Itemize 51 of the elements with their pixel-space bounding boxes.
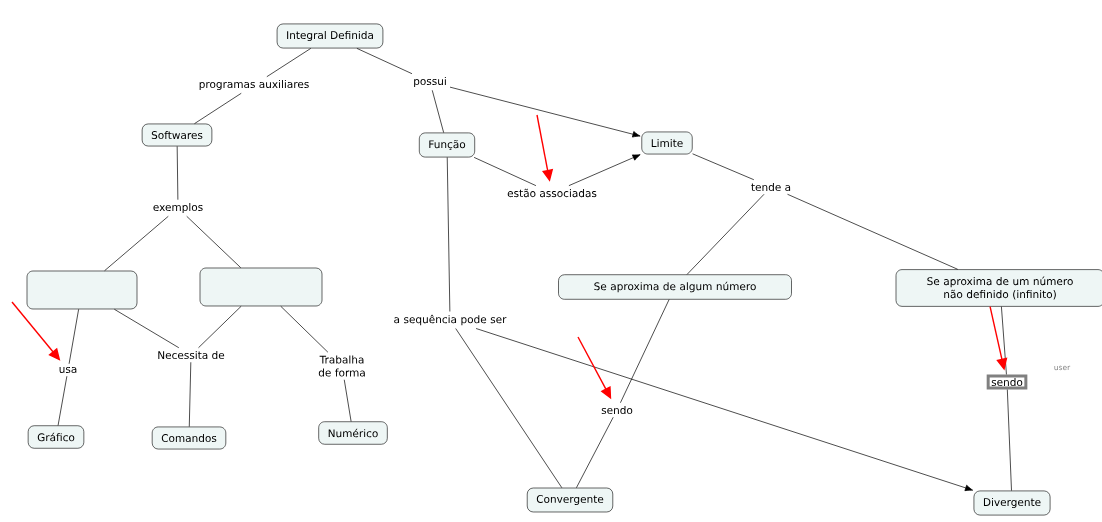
connector-line (176, 146, 179, 201)
concept-box: Numérico (318, 421, 388, 445)
linking-phrase: usa (59, 367, 77, 373)
concept-box: Se aproxima de um número não definido (infinito) (895, 269, 1102, 307)
concept-box: Convergente (526, 487, 614, 513)
arrow (475, 328, 974, 492)
concept-box (199, 267, 323, 307)
linking-phrase: estão associadas (507, 188, 597, 198)
linking-phrase-box: sendo (986, 374, 1028, 390)
linking-phrase: Necessita de (158, 350, 225, 360)
connector-line (431, 89, 444, 133)
linking-phrase: programas auxiliares (199, 79, 309, 91)
connector-line (194, 92, 242, 124)
linking-phrase: tende a (751, 182, 791, 192)
connector-line (266, 48, 312, 78)
concept-box: Se aproxima de algum número (558, 274, 792, 300)
linking-phrase: exemplos (153, 202, 203, 214)
connector-line (1007, 389, 1012, 491)
linking-phrase: possui (414, 76, 446, 88)
concept-box (26, 270, 138, 310)
concept-box: Limite (641, 131, 693, 155)
concept-box: Integral Definida (276, 23, 384, 49)
concept-box: Comandos (151, 426, 227, 450)
linking-phrase: Trabalha de forma (318, 355, 365, 377)
connector-line (280, 305, 329, 353)
connector-line (343, 379, 352, 422)
concept-box: Função (419, 132, 475, 158)
connector-line (68, 308, 79, 365)
arrow (568, 154, 641, 186)
connector-line (104, 215, 169, 272)
connector-line (620, 299, 670, 404)
concept-box: Gráfico (27, 425, 85, 449)
linking-phrase: a sequência pode ser (394, 314, 507, 326)
connector-line (787, 193, 959, 270)
connector-line (692, 153, 755, 181)
connector-line (1001, 306, 1007, 375)
connector-line (114, 308, 180, 349)
connector-line (57, 375, 68, 426)
connector-line (473, 157, 537, 186)
connector-line (188, 361, 192, 427)
arrow (449, 86, 641, 138)
connector-line (576, 416, 614, 489)
linking-phrase: sendo (601, 405, 633, 415)
connector-line (446, 157, 451, 312)
concept-box: Divergente (973, 490, 1051, 516)
connector-line (356, 48, 413, 75)
concept-box: Softwares (141, 123, 213, 147)
connector-line (198, 305, 242, 349)
connector-line (686, 193, 765, 275)
connector-line (186, 215, 242, 269)
connector-line (455, 328, 563, 489)
